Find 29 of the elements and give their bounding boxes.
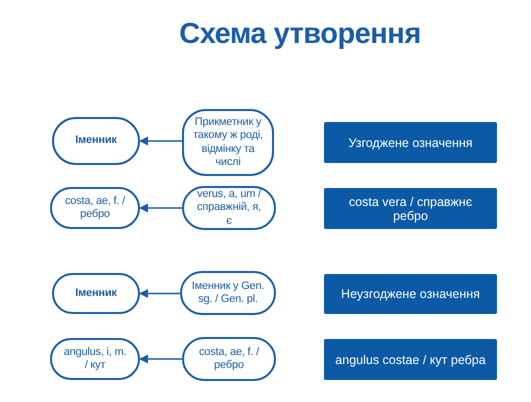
node-text: Іменник [75, 286, 117, 300]
rounded-box [50, 187, 140, 229]
node-text: Неузгоджене означення [341, 287, 480, 301]
node-text: Іменник [75, 134, 117, 148]
arrow [139, 204, 182, 212]
arrow [139, 354, 182, 364]
node-text: verus, a, um / справжній, я, є [196, 188, 262, 228]
arrow [139, 136, 182, 146]
definition-box [324, 188, 497, 229]
definition-box [324, 339, 497, 380]
title: Схема утворення [178, 18, 422, 51]
definition-box [324, 122, 497, 163]
rounded-box [52, 273, 140, 314]
node-text: costa vera / справжнє ребро [348, 194, 474, 222]
node-text: costa, ae, f. / ребро [198, 346, 260, 372]
rounded-box [182, 337, 276, 381]
node-text: angulus, i, m. / кут [62, 346, 128, 372]
node-text: Узгоджене означення [348, 136, 473, 150]
rounded-box [50, 338, 140, 380]
rounded-box [182, 186, 276, 230]
definition-box [324, 274, 497, 314]
rounded-box [180, 271, 276, 315]
node-text: Прикметник у такому ж роді, відмінку та числі [193, 116, 263, 169]
rounded-box [52, 117, 140, 165]
rounded-box [182, 109, 274, 176]
node-text: costa, ae, f. / ребро [64, 194, 126, 222]
arrow [139, 289, 180, 298]
node-text: angulus costae / кут ребра [335, 352, 486, 366]
node-text: Іменник у Gen. sg. / Gen. pl. [191, 280, 265, 306]
